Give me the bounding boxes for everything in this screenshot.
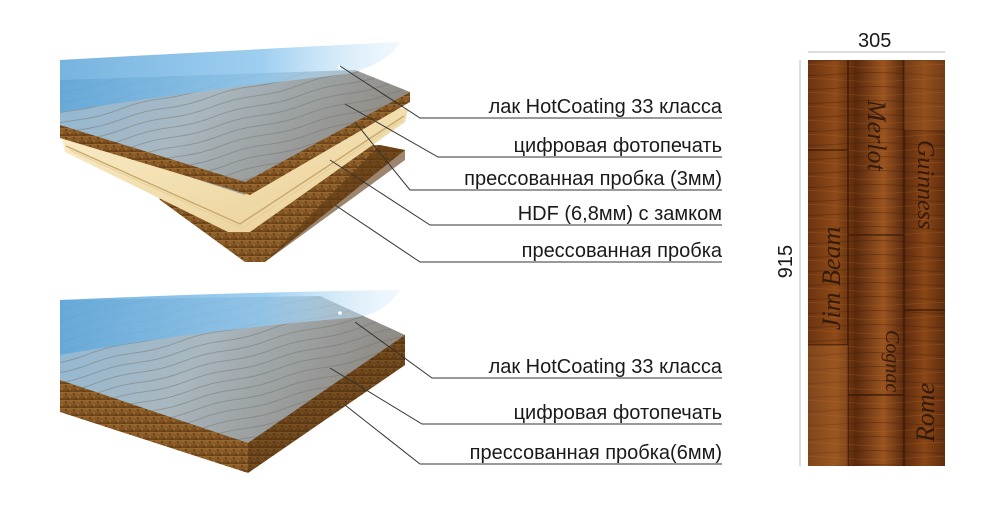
label-bottom-print: цифровая фотопечать (513, 402, 722, 424)
label-top-lacquer: лак HotCoating 33 класса (488, 96, 722, 118)
label-top-print: цифровая фотопечать (513, 135, 722, 157)
leader-line-cork3 (354, 121, 722, 191)
top-panel-print-layer (60, 70, 410, 195)
engraving-rome: Rome (911, 383, 940, 443)
label-bottom-lacquer: лак HotCoating 33 класса (488, 356, 722, 378)
label-top-cork3: прессованная пробка (3мм) (464, 168, 722, 190)
dimension-width-label: 305 (858, 30, 892, 52)
sparkle-icon (338, 311, 342, 315)
wood-sample: Jim Beam Merlot Guinness Cognac Rome (808, 60, 945, 466)
bottom-panel-illustration (60, 290, 405, 473)
leader-line-cork (334, 204, 722, 263)
label-bottom-cork6: прессованная пробка(6мм) (469, 442, 722, 464)
leader-line-lacquer-b (354, 321, 722, 379)
bottom-panel-leader-lines (329, 321, 722, 465)
leader-line-print (344, 103, 722, 158)
engraving-merlot: Merlot (862, 99, 891, 172)
leader-line-print-b (329, 367, 722, 425)
dimension-height-label: 915 (775, 244, 798, 279)
top-panel-leader-lines (329, 65, 722, 263)
engraving-guinness: Guinness (912, 140, 938, 229)
bottom-panel-lacquer-sheet (60, 290, 400, 355)
top-panel-illustration (60, 42, 410, 262)
top-panel-lacquer-sheet (60, 42, 400, 112)
leader-line-lacquer (339, 65, 722, 119)
engraving-jim-beam: Jim Beam (817, 227, 846, 330)
label-top-cork: прессованная пробка (521, 240, 722, 262)
leader-line-hdf (329, 159, 722, 226)
leader-line-cork-b (344, 404, 722, 465)
engraving-cognac: Cognac (881, 330, 903, 392)
wood-sample-seams (808, 60, 945, 466)
label-top-hdf: HDF (6,8мм) с замком (517, 203, 722, 225)
dimension-lines (799, 51, 945, 466)
